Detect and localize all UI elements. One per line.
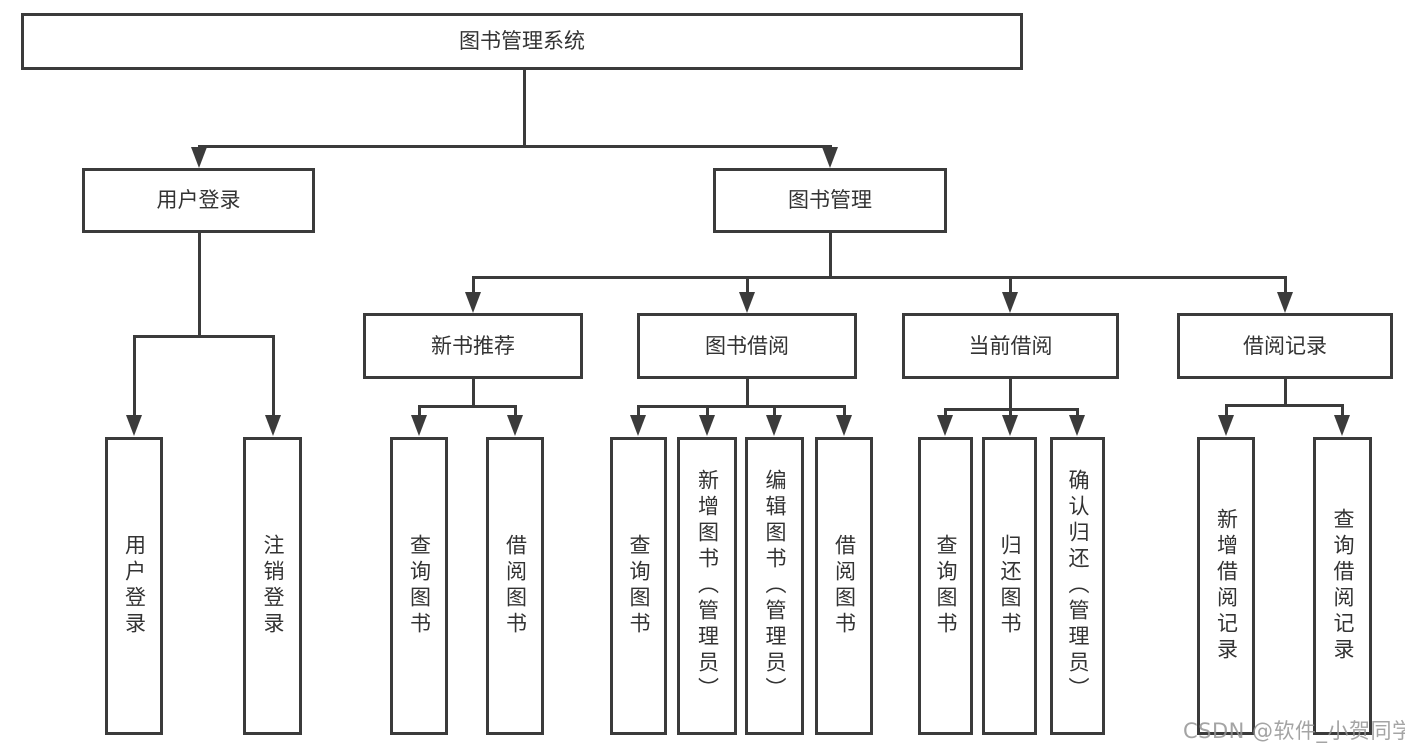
connector-line: [773, 405, 776, 417]
connector-line: [523, 70, 526, 148]
leaf-borrowing-add-books-label: 新增图书（管理员）: [695, 469, 720, 703]
connector-line: [1225, 404, 1344, 407]
watermark: CSDN @软件_小贺同学: [1183, 719, 1405, 743]
leaf-borrowing-edit-books-label: 编辑图书（管理员）: [763, 469, 787, 703]
arrow-down-icon: [836, 415, 852, 436]
connector-line: [472, 276, 475, 294]
connector-line: [637, 405, 640, 417]
leaf-user-login-label: 用户登录: [122, 534, 147, 638]
connector-line: [1225, 404, 1228, 417]
leaf-current-confirm-return: 确认归还（管理员）: [1050, 437, 1105, 735]
arrow-down-icon: [191, 147, 207, 168]
leaf-logout-label: 注销登录: [261, 534, 285, 638]
connector-line: [1284, 276, 1287, 294]
leaf-current-confirm-return-label: 确认归还（管理员）: [1066, 469, 1090, 703]
arrow-down-icon: [630, 415, 646, 436]
connector-line: [843, 405, 846, 417]
connector-line: [198, 145, 832, 148]
leaf-borrowing-edit-books: 编辑图书（管理员）: [745, 437, 804, 735]
connector-line: [514, 405, 517, 417]
arrow-down-icon: [507, 415, 523, 436]
connector-line: [1341, 404, 1344, 417]
node-book-borrowing-label: 图书借阅: [705, 333, 789, 358]
leaf-current-return-books-label: 归还图书: [998, 534, 1022, 638]
node-book-management: 图书管理: [713, 168, 947, 233]
leaf-borrowing-borrow-books: 借阅图书: [815, 437, 873, 735]
node-current-borrowing-label: 当前借阅: [968, 333, 1053, 358]
connector-line: [637, 405, 846, 408]
leaf-current-query-books: 查询图书: [918, 437, 973, 735]
node-root: 图书管理系统: [21, 13, 1023, 70]
connector-line: [1009, 408, 1012, 417]
arrow-down-icon: [411, 415, 427, 436]
arrow-down-icon: [822, 147, 838, 168]
arrow-down-icon: [1277, 292, 1293, 313]
node-user-login: 用户登录: [82, 168, 315, 233]
node-user-login-label: 用户登录: [156, 188, 241, 212]
leaf-records-query-record-label: 查询借阅记录: [1331, 508, 1355, 664]
connector-line: [272, 335, 275, 417]
connector-line: [472, 276, 1287, 279]
node-current-borrowing: 当前借阅: [902, 313, 1119, 379]
arrow-down-icon: [937, 415, 953, 436]
node-book-management-label: 图书管理: [788, 188, 872, 212]
connector-line: [472, 379, 475, 408]
arrow-down-icon: [1002, 415, 1018, 436]
connector-line: [746, 276, 749, 294]
leaf-newbooks-borrow-books-label: 借阅图书: [503, 534, 528, 638]
node-new-books: 新书推荐: [363, 313, 583, 379]
connector-line: [1009, 276, 1012, 294]
connector-line: [418, 405, 517, 408]
leaf-records-add-record-label: 新增借阅记录: [1214, 508, 1239, 664]
arrow-down-icon: [1334, 415, 1350, 436]
connector-line: [1076, 408, 1079, 417]
arrow-down-icon: [1002, 292, 1018, 313]
connector-line: [1009, 379, 1012, 411]
arrow-down-icon: [699, 415, 715, 436]
arrow-down-icon: [465, 292, 481, 313]
node-borrow-records-label: 借阅记录: [1243, 333, 1327, 358]
leaf-borrowing-add-books: 新增图书（管理员）: [677, 437, 737, 735]
arrow-down-icon: [265, 415, 281, 436]
leaf-borrowing-query-books: 查询图书: [610, 437, 667, 735]
leaf-current-return-books: 归还图书: [982, 437, 1037, 735]
connector-line: [746, 379, 749, 408]
connector-line: [944, 408, 947, 417]
arrow-down-icon: [739, 292, 755, 313]
leaf-records-query-record: 查询借阅记录: [1313, 437, 1372, 735]
leaf-user-login: 用户登录: [105, 437, 163, 735]
arrow-down-icon: [1069, 415, 1085, 436]
arrow-down-icon: [1218, 415, 1234, 436]
connector-line: [829, 233, 832, 279]
leaf-logout: 注销登录: [243, 437, 302, 735]
leaf-records-add-record: 新增借阅记录: [1197, 437, 1255, 735]
connector-line: [706, 405, 709, 417]
connector-line: [133, 335, 136, 417]
arrow-down-icon: [766, 415, 782, 436]
connector-line: [133, 335, 275, 338]
connector-line: [198, 233, 201, 337]
node-new-books-label: 新书推荐: [431, 333, 515, 358]
leaf-newbooks-query-books-label: 查询图书: [407, 534, 432, 638]
leaf-current-query-books-label: 查询图书: [934, 534, 958, 638]
connector-line: [418, 405, 421, 417]
node-root-label: 图书管理系统: [459, 29, 585, 53]
leaf-newbooks-borrow-books: 借阅图书: [486, 437, 544, 735]
leaf-borrowing-query-books-label: 查询图书: [627, 534, 651, 638]
node-book-borrowing: 图书借阅: [637, 313, 857, 379]
leaf-newbooks-query-books: 查询图书: [390, 437, 448, 735]
leaf-borrowing-borrow-books-label: 借阅图书: [832, 534, 857, 638]
arrow-down-icon: [126, 415, 142, 436]
node-borrow-records: 借阅记录: [1177, 313, 1393, 379]
connector-line: [1284, 379, 1287, 407]
